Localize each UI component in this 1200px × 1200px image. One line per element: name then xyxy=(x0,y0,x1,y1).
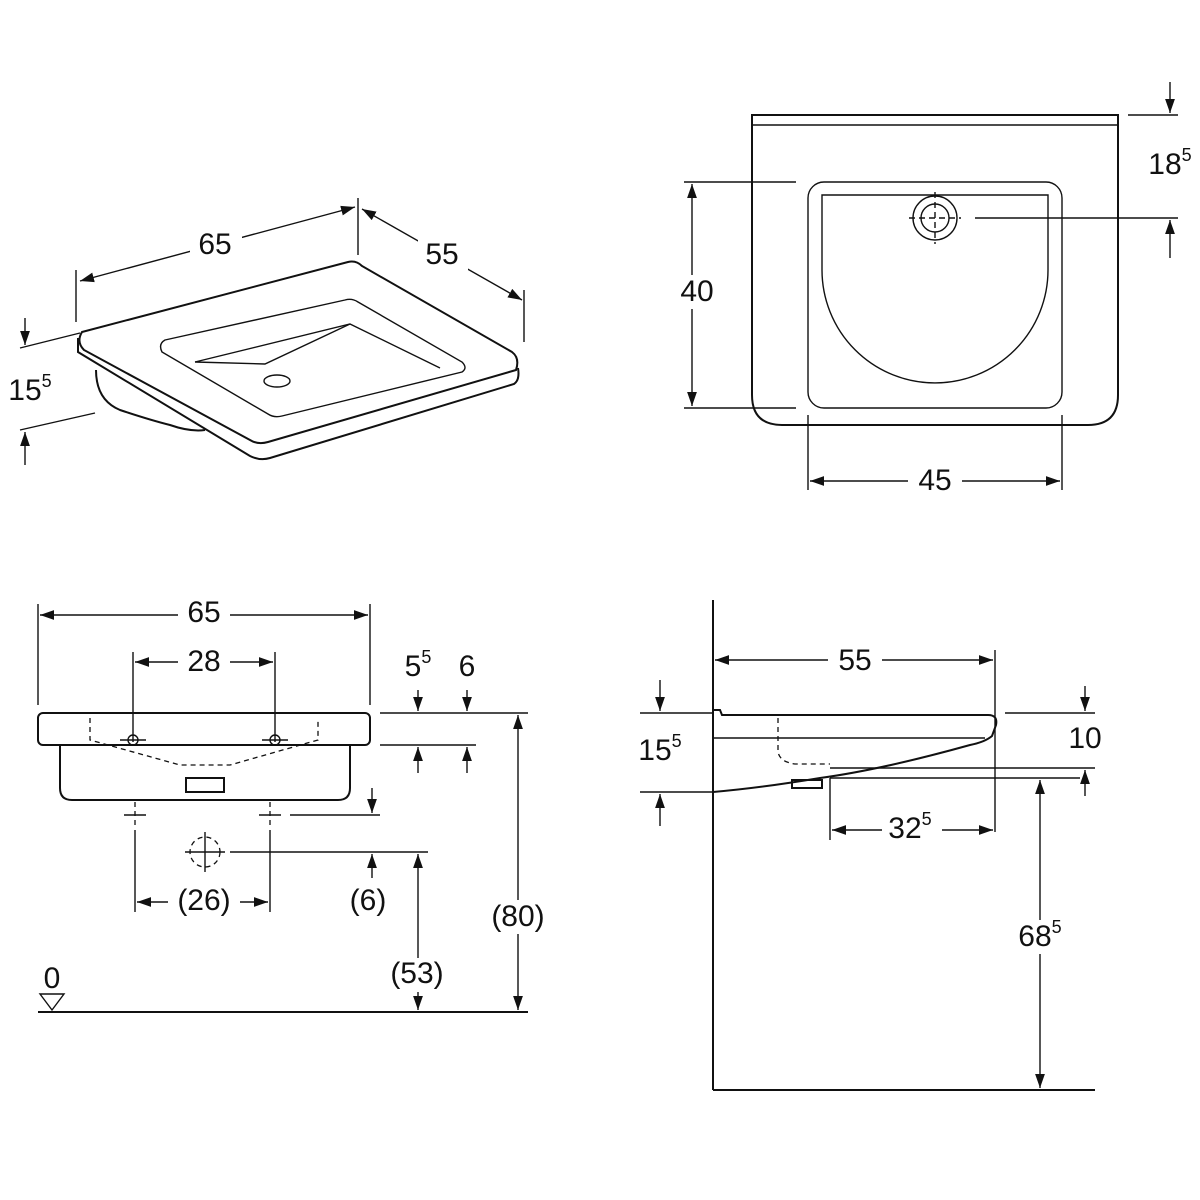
side-profile xyxy=(712,709,998,793)
iso-width-label: 65 xyxy=(198,228,231,261)
tap-cross-icon xyxy=(120,734,146,746)
iso-underside xyxy=(95,369,206,432)
rim-a-label: 55 xyxy=(405,647,432,683)
top-view: 185 40 45 xyxy=(672,82,1192,498)
bowl-depth-label: 40 xyxy=(680,275,713,308)
iso-rim-edge xyxy=(77,338,520,461)
front-view: 65 28 (26) 55 6 (6) (53) xyxy=(37,596,552,1013)
supply-cross-icon xyxy=(124,802,146,828)
side-view: 55 10 155 325 685 xyxy=(638,600,1102,1091)
tap-cross-icon xyxy=(262,734,288,746)
side-height-label: 155 xyxy=(638,731,681,767)
iso-height-label: 155 xyxy=(8,371,51,407)
front-bowl xyxy=(59,745,351,801)
front-drain xyxy=(185,777,225,793)
front-width-label: 65 xyxy=(187,596,220,629)
supply-cross-icon xyxy=(259,802,281,828)
rim-b-label: 6 xyxy=(459,650,476,683)
iso-bowl-slope xyxy=(194,323,351,365)
iso-rim-top xyxy=(78,260,519,445)
drain-icon xyxy=(263,374,291,388)
tap-hole-icon xyxy=(909,192,961,244)
top-outline xyxy=(751,114,1119,426)
isometric-view: 65 55 155 xyxy=(8,198,525,465)
tap-spacing-label: 28 xyxy=(187,645,220,678)
drain-offset-label: 325 xyxy=(888,809,931,845)
rim-height-label: (80) xyxy=(491,900,544,933)
iso-bowl-inner xyxy=(194,323,441,369)
tap-hole-offset-label: 185 xyxy=(1148,145,1191,181)
supply-spacing-label: (26) xyxy=(177,884,230,917)
bowl-width-label: 45 xyxy=(918,464,951,497)
iso-depth-label: 55 xyxy=(425,238,458,271)
front-rim xyxy=(37,712,371,746)
waste-outlet-icon xyxy=(185,832,225,872)
rim-front-label: 10 xyxy=(1068,722,1101,755)
top-bowl xyxy=(821,194,1049,384)
side-depth-label: 55 xyxy=(838,644,871,677)
underside-height-label: 685 xyxy=(1018,917,1061,953)
supply-offset-label: (6) xyxy=(350,884,387,917)
side-drain xyxy=(791,779,823,789)
top-basin xyxy=(807,181,1063,409)
floor-level-label: 0 xyxy=(44,962,61,995)
iso-bowl xyxy=(159,298,466,418)
waste-height-label: (53) xyxy=(390,957,443,990)
floor-level-icon xyxy=(38,993,66,1012)
